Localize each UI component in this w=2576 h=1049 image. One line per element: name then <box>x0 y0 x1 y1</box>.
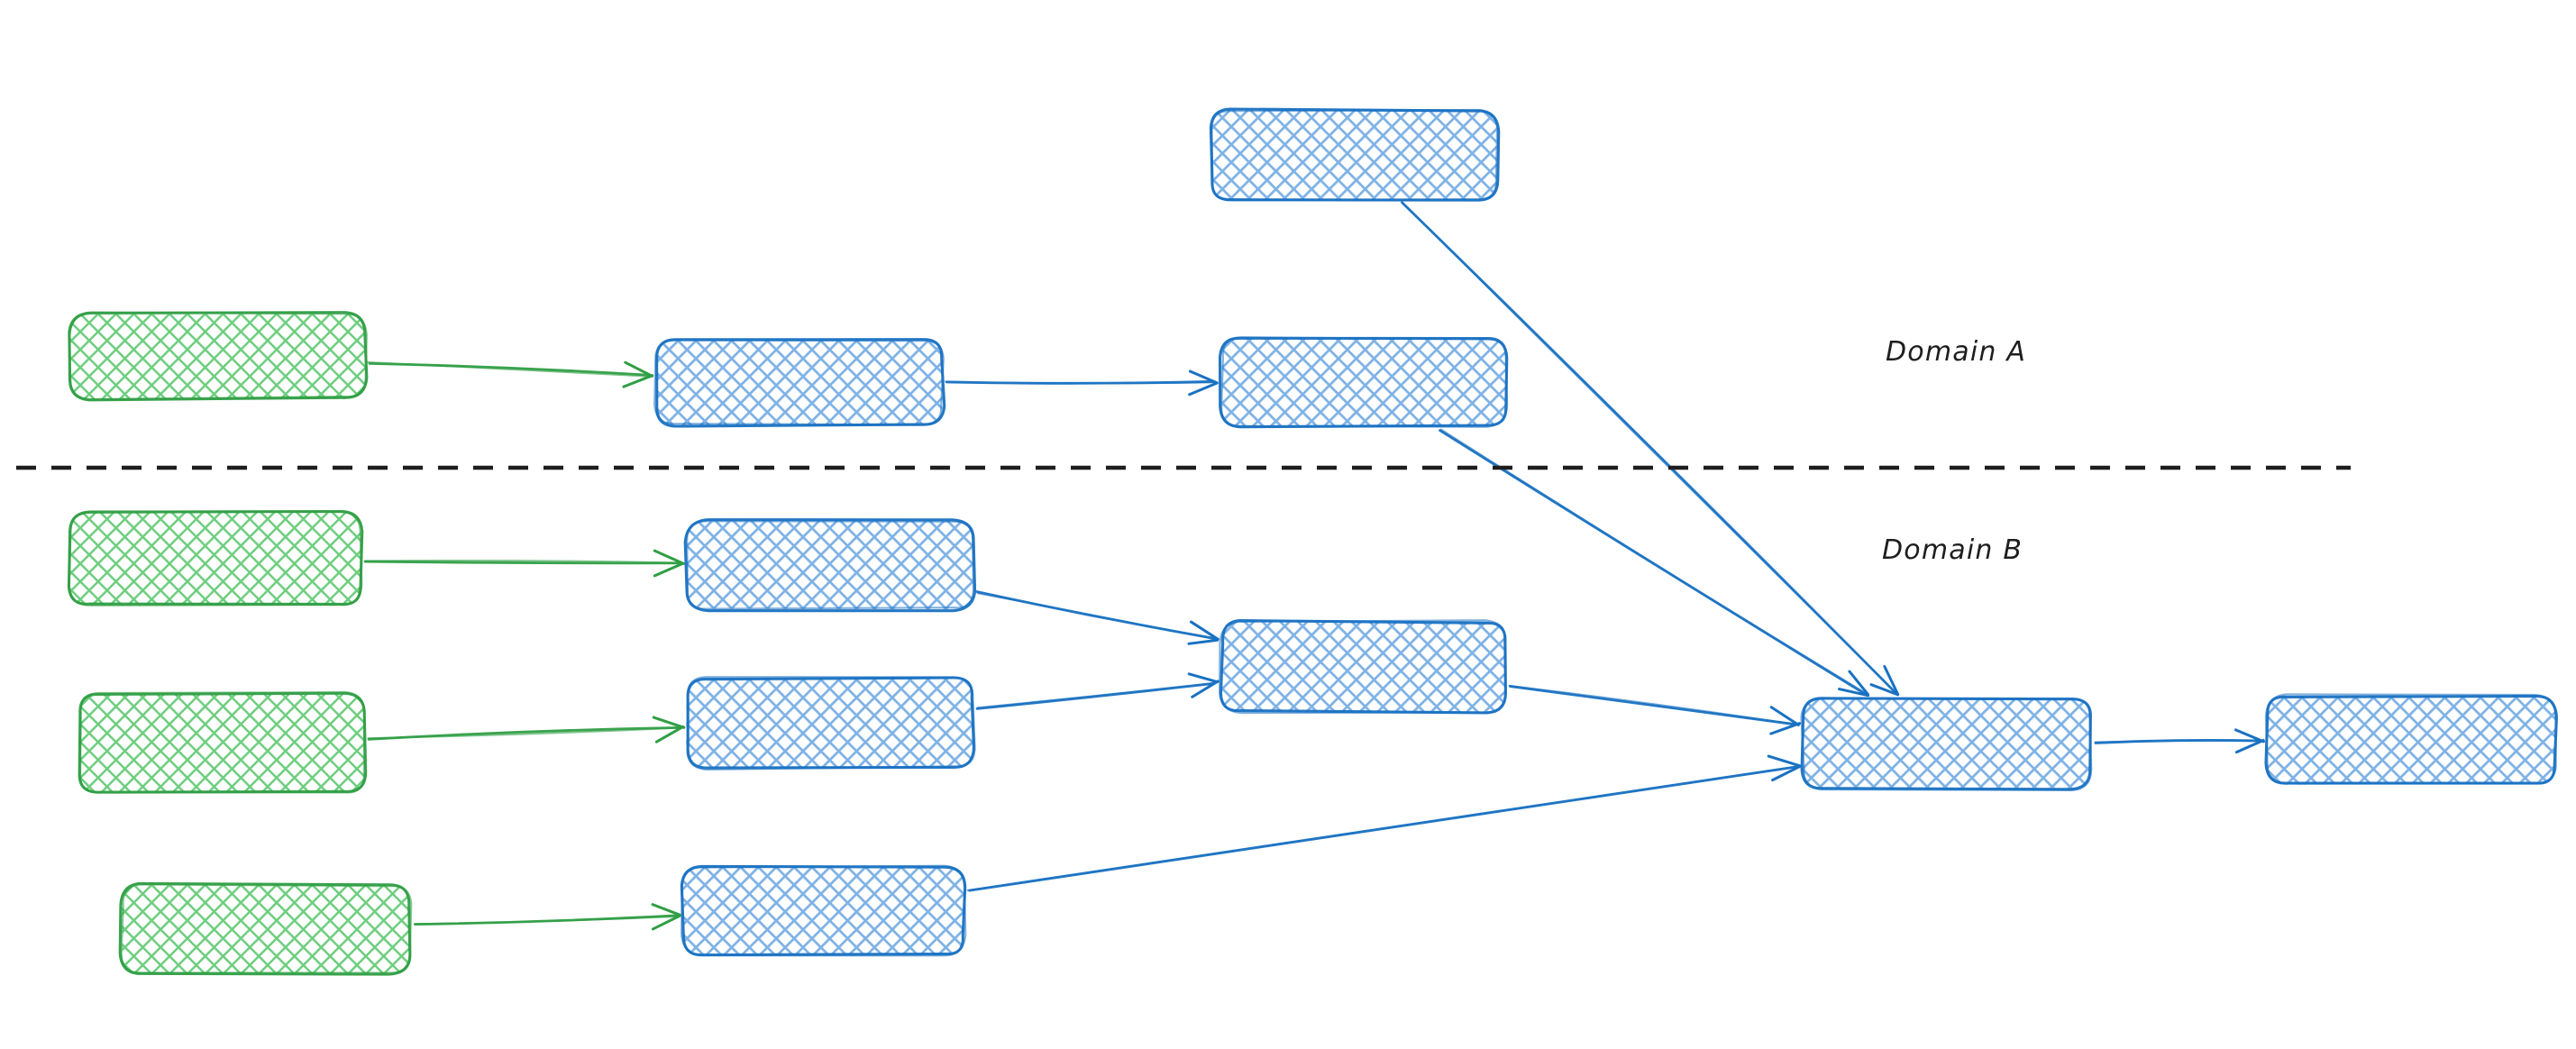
domain-b-label: Domain B <box>1882 534 2023 566</box>
node-fill <box>682 867 964 956</box>
node-fill <box>1210 109 1497 200</box>
node-outline <box>686 520 975 610</box>
node-outline <box>79 691 366 794</box>
edge-line <box>364 559 681 564</box>
edge-e3 <box>363 549 685 578</box>
node-fill <box>69 511 361 606</box>
edge-e5 <box>413 903 681 931</box>
node-g4[interactable] <box>118 881 413 976</box>
node-b4[interactable] <box>686 676 976 771</box>
arrowhead-stroke <box>651 914 681 931</box>
edge-line <box>366 360 651 378</box>
arrowhead-stroke <box>2234 738 2265 754</box>
arrowhead-stroke <box>1188 369 1219 385</box>
node-outline <box>681 864 967 957</box>
edge-e4 <box>367 716 686 743</box>
edge-line <box>413 916 678 926</box>
arrowhead-stroke <box>624 360 654 378</box>
arrowhead-stroke <box>1767 754 1802 768</box>
edge-line <box>976 592 1216 641</box>
arrowhead-stroke <box>1848 670 1869 696</box>
edge-e1 <box>366 360 654 388</box>
node-outline <box>118 881 412 976</box>
edge-line <box>367 726 681 740</box>
arrowhead-stroke <box>1189 620 1219 641</box>
edge-line <box>966 765 1797 891</box>
arrowhead-stroke <box>1869 683 1899 697</box>
node-fill <box>1221 621 1507 713</box>
arrowhead-stroke <box>622 374 654 388</box>
arrowhead-stroke <box>653 562 684 578</box>
node-b0[interactable] <box>1209 107 1501 202</box>
node-fill <box>655 339 944 426</box>
arrowhead-stroke <box>1187 672 1219 684</box>
edge-e7 <box>975 672 1219 710</box>
arrowhead-stroke <box>1771 764 1802 782</box>
node-b6[interactable] <box>1219 618 1507 715</box>
edge-e8 <box>1401 201 1900 697</box>
arrowhead-stroke <box>1883 665 1900 697</box>
edge-line <box>1508 684 1796 725</box>
node-g2[interactable] <box>67 509 364 607</box>
edge-e10 <box>1508 684 1802 735</box>
node-fill <box>2266 695 2556 785</box>
arrowhead-stroke <box>654 725 685 743</box>
domain-a-label: Domain A <box>1886 336 2027 368</box>
node-b3[interactable] <box>683 518 977 613</box>
node-b8[interactable] <box>2264 693 2558 785</box>
node-outline <box>68 510 363 607</box>
edge-line <box>1402 202 1896 693</box>
node-outline <box>1219 619 1507 715</box>
arrowhead-stroke <box>653 549 685 565</box>
node-b1[interactable] <box>653 338 946 428</box>
arrowhead-stroke <box>1838 688 1870 698</box>
node-b5[interactable] <box>680 864 967 957</box>
node-fill <box>686 678 974 769</box>
node-g3[interactable] <box>78 691 368 794</box>
node-b7[interactable] <box>1800 697 2093 791</box>
arrowhead-stroke <box>1188 381 1219 397</box>
edge-line <box>363 560 681 565</box>
node-fill <box>1221 337 1507 426</box>
node-outline <box>1220 336 1509 428</box>
edge-e11 <box>966 754 1802 892</box>
node-b2[interactable] <box>1218 336 1509 429</box>
node-outline <box>686 676 976 771</box>
node-outline <box>1210 108 1499 202</box>
node-fill <box>1802 698 2092 789</box>
node-outline <box>2264 693 2557 785</box>
node-outline <box>68 311 368 401</box>
node-outline <box>653 339 945 426</box>
edge-line <box>976 681 1216 709</box>
arrowhead-stroke <box>1187 638 1219 645</box>
edge-line <box>945 380 1215 385</box>
edge-layer <box>363 201 2265 931</box>
arrowhead-stroke <box>1191 680 1219 698</box>
node-g1[interactable] <box>68 311 369 402</box>
arrowhead-stroke <box>2233 728 2265 743</box>
node-layer <box>67 107 2558 976</box>
arrowhead-stroke <box>651 903 681 917</box>
node-fill <box>78 694 365 793</box>
arrowhead-stroke <box>1769 722 1802 735</box>
edge-e6 <box>975 590 1219 645</box>
node-fill <box>122 884 411 974</box>
edge-e12 <box>2094 728 2265 754</box>
node-outline <box>1800 698 2093 791</box>
arrowhead-stroke <box>1769 706 1800 726</box>
edge-e2 <box>945 369 1219 397</box>
node-fill <box>69 314 366 399</box>
edge-line <box>2094 739 2261 743</box>
node-fill <box>686 520 973 610</box>
arrowhead-stroke <box>652 716 686 729</box>
node-outline <box>120 883 413 974</box>
